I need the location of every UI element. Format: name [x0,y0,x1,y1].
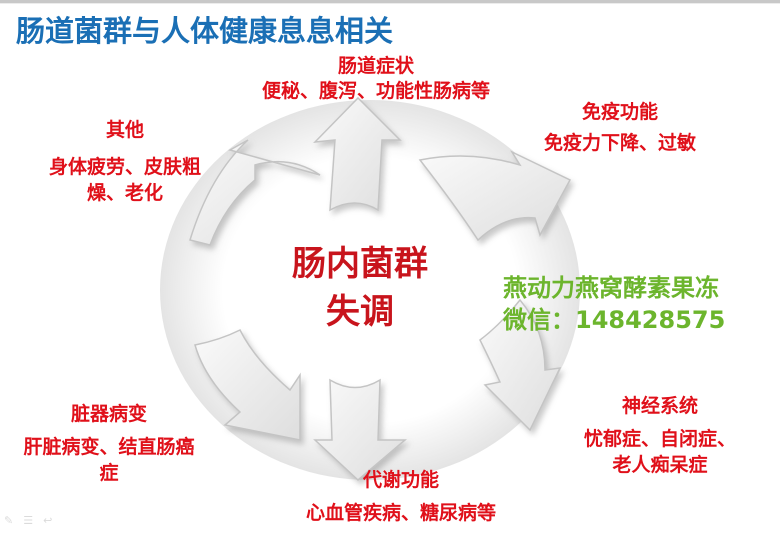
node-detail: 老人痴呆症 [612,454,708,476]
arrow-lower-left [194,328,301,441]
promo-text: 燕动力燕窝酵素果冻 微信：148428575 [503,272,725,336]
center-line-2: 失调 [326,292,394,332]
node-nervous: 神经系统 忧郁症、自闭症、 老人痴呆症 [560,394,760,478]
node-heading: 代谢功能 [362,469,439,491]
pen-icon[interactable]: ✎ [4,514,14,527]
node-heading: 神经系统 [621,395,698,417]
slide-title: 肠道菌群与人体健康息息相关 [16,14,394,48]
node-detail: 燥、老化 [86,182,163,204]
top-border-light [0,3,780,4]
menu-icon[interactable]: ☰ [23,514,34,527]
node-other: 其他 身体疲劳、皮肤粗 燥、老化 [30,118,220,206]
arrow-up [313,96,402,212]
promo-wechat: 微信：148428575 [503,306,726,334]
arrow-down [313,378,408,482]
arrow-lower-right [479,298,562,432]
node-organ: 脏器病变 肝脏病变、结直肠癌 症 [4,402,214,486]
node-detail: 忧郁症、自闭症、 [583,428,736,450]
slide-toolbar: ✎ ☰ ↩ [4,514,52,527]
top-border [0,0,780,3]
node-immune: 免疫功能 免疫力下降、过敏 [520,100,720,156]
node-detail: 身体疲劳、皮肤粗 [48,156,201,178]
node-metabolic: 代谢功能 心血管疾病、糖尿病等 [306,468,496,526]
node-detail: 免疫力下降、过敏 [543,132,696,154]
node-detail: 症 [99,462,119,484]
arrow-upper-left [189,139,321,246]
node-heading: 免疫功能 [581,101,658,123]
center-line-1: 肠内菌群 [292,244,428,284]
back-arrow-icon[interactable]: ↩ [43,514,53,527]
promo-product: 燕动力燕窝酵素果冻 [503,274,719,302]
node-heading: 其他 [105,119,144,141]
node-intestinal: 肠道症状 便秘、腹泻、功能性肠病等 [226,54,526,104]
arrow-upper-right [418,150,572,242]
node-detail: 肝脏病变、结直肠癌 [23,436,195,458]
center-topic: 肠内菌群 失调 [270,240,450,336]
node-detail: 心血管疾病、糖尿病等 [306,502,497,524]
node-detail: 便秘、腹泻、功能性肠病等 [261,80,490,102]
node-heading: 肠道症状 [337,55,414,77]
node-heading: 脏器病变 [70,403,147,425]
